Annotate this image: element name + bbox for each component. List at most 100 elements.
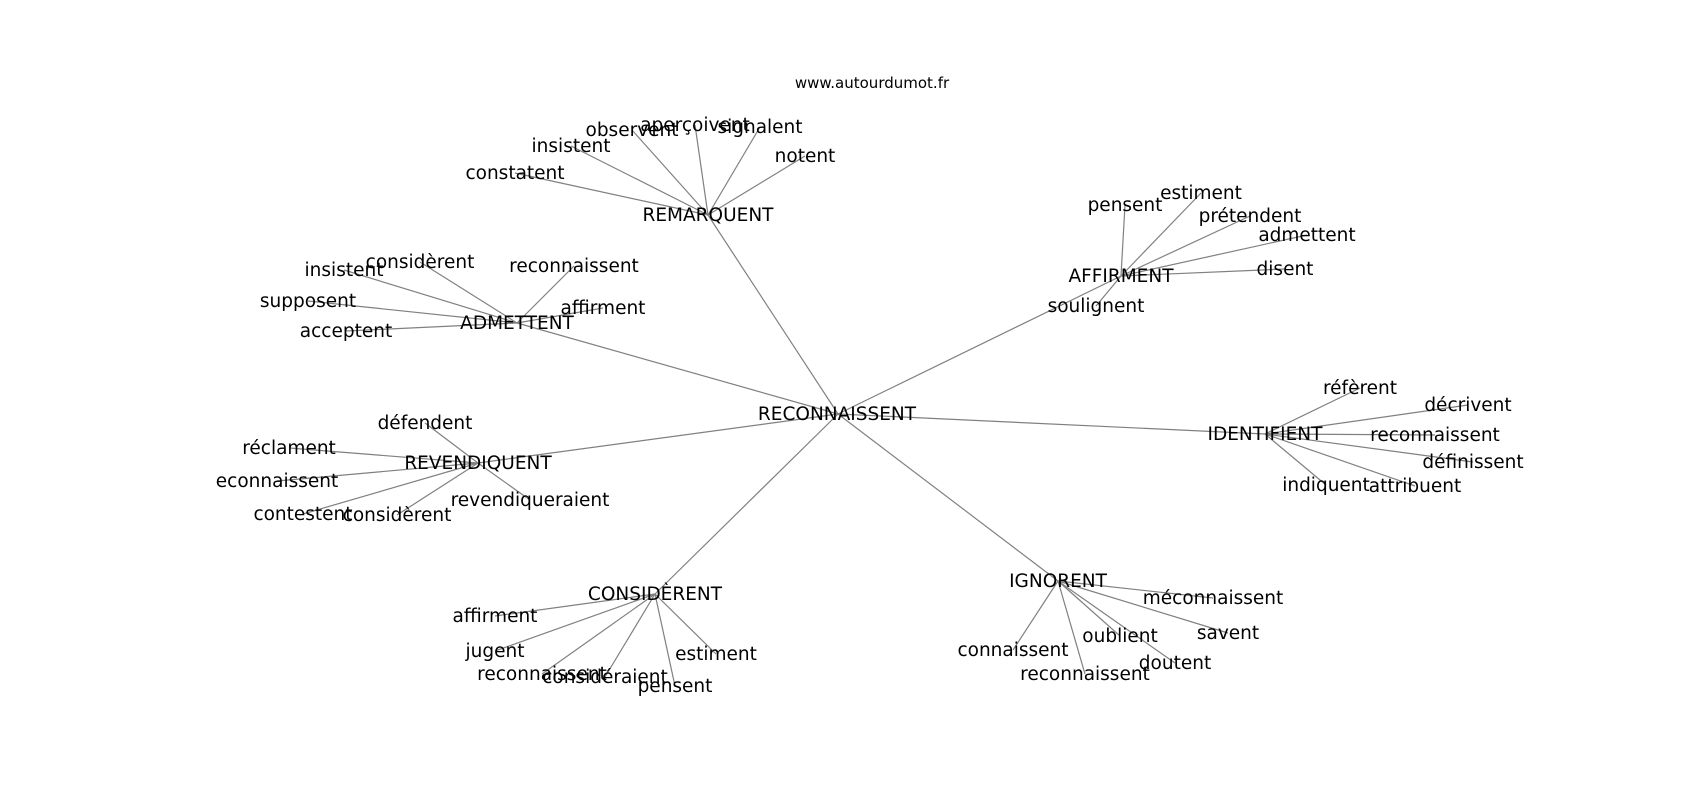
edge-hub-to-leaf [1264, 433, 1436, 436]
leaf-word: considéraient [542, 667, 668, 688]
edge-hub-to-leaf [1264, 387, 1361, 435]
leaf-word: réclament [242, 438, 336, 459]
edge-hub-to-leaf [1057, 580, 1086, 675]
hub-word: REMARQUENT [643, 205, 775, 226]
leaf-word: réfèrent [1323, 378, 1397, 399]
edge-hub-to-leaf [396, 462, 479, 516]
edge-hub-to-leaf [654, 593, 717, 655]
leaf-word: observent [586, 120, 679, 141]
edge-hub-to-leaf [514, 172, 709, 216]
edge-center-to-hub [837, 275, 1122, 415]
leaf-word: constatent [465, 163, 564, 184]
leaf-word: indiquent [1282, 475, 1370, 496]
edge-hub-to-leaf [707, 126, 761, 216]
edge-hub-to-leaf [1120, 268, 1286, 277]
hub-word: CONSIDÈRENT [588, 583, 723, 605]
leaf-word: jugent [465, 641, 525, 662]
leaf-word: disent [1257, 259, 1314, 280]
leaf-word: admettent [1258, 225, 1355, 246]
edge-center-to-hub [516, 322, 839, 415]
leaf-word: considèrent [343, 505, 452, 526]
leaf-word: doutent [1139, 653, 1211, 674]
edge-hub-to-leaf [494, 593, 656, 617]
leaf-word: insistent [532, 136, 611, 157]
edge-hub-to-leaf [516, 307, 604, 324]
leaf-word: affirment [561, 298, 646, 319]
leaf-word: savent [1197, 623, 1259, 644]
edge-hub-to-leaf [707, 155, 806, 216]
edge-hub-to-leaf [1264, 404, 1469, 435]
edge-hub-to-leaf [302, 462, 479, 515]
leaf-word: pensent [638, 676, 713, 697]
hub-word: REVENDIQUENT [404, 453, 552, 474]
edge-hub-to-leaf [424, 422, 479, 464]
edge-hub-to-leaf [288, 447, 479, 464]
leaf-word: estiment [675, 644, 757, 665]
hub-word: ADMETTENT [460, 313, 574, 334]
leaf-word: supposent [260, 291, 356, 312]
hub-word: AFFIRMENT [1068, 266, 1174, 287]
leaf-word: econnaissent [216, 471, 338, 492]
edge-center-to-hub [477, 413, 839, 464]
leaf-word: défendent [378, 413, 473, 434]
hub-word: IGNORENT [1009, 571, 1108, 592]
leaf-word: soulignent [1048, 296, 1145, 317]
edge-hub-to-leaf [1120, 215, 1251, 277]
site-url: www.autourdumot.fr [795, 74, 950, 92]
leaf-word: oublient [1082, 626, 1157, 647]
edge-hub-to-leaf [1012, 580, 1059, 651]
leaf-word: contestent [253, 504, 352, 525]
edge-hub-to-leaf [307, 300, 518, 324]
leaf-word: pensent [1088, 195, 1163, 216]
center-word: RECONNAISSENT [758, 404, 917, 425]
edge-hub-to-leaf [1057, 580, 1229, 634]
edge-hub-to-leaf [1120, 234, 1308, 277]
edge-center-to-hub [837, 413, 1059, 582]
leaf-word: connaissent [957, 640, 1068, 661]
edge-hub-to-leaf [1264, 433, 1327, 486]
leaf-word: reconnaissent [1370, 425, 1500, 446]
edge-hub-to-leaf [1095, 275, 1122, 307]
edge-hub-to-leaf [570, 145, 709, 216]
leaf-word: prétendent [1199, 206, 1302, 227]
edge-hub-to-leaf [604, 593, 656, 678]
edge-center-to-hub [654, 413, 839, 595]
hub-word: IDENTIFIENT [1208, 424, 1324, 445]
leaf-word: notent [775, 146, 836, 167]
edge-hub-to-leaf [541, 593, 656, 675]
edge-hub-to-leaf [1264, 433, 1416, 487]
edge-hub-to-leaf [1057, 580, 1176, 664]
leaf-word: signalent [717, 117, 802, 138]
leaf-word: revendiqueraient [451, 490, 610, 511]
labels-layer: REMARQUENTconstatentinsistentobserventap… [216, 115, 1524, 697]
edge-hub-to-leaf [1120, 192, 1202, 277]
edge-hub-to-leaf [1264, 433, 1474, 463]
leaf-word: estiment [1160, 183, 1242, 204]
leaf-word: considèrent [366, 252, 475, 273]
edges-layer [276, 124, 1474, 687]
leaf-word: aperçoivent [640, 115, 750, 136]
edge-hub-to-leaf [419, 261, 518, 324]
edge-hub-to-leaf [654, 593, 676, 687]
edge-hub-to-leaf [276, 462, 479, 482]
edge-hub-to-leaf [631, 129, 709, 216]
edge-center-to-hub [707, 214, 839, 415]
leaf-word: définissent [1422, 452, 1523, 473]
edge-hub-to-leaf [694, 124, 709, 216]
edge-hub-to-leaf [345, 322, 518, 332]
edge-hub-to-leaf [1057, 580, 1214, 599]
leaf-word: décrivent [1424, 395, 1511, 416]
leaf-word: reconnaissent [1020, 664, 1150, 685]
leaf-word: attribuent [1369, 476, 1461, 497]
edge-hub-to-leaf [494, 593, 656, 652]
leaf-word: reconnaissent [477, 664, 607, 685]
leaf-word: reconnaissent [509, 256, 639, 277]
edge-hub-to-leaf [516, 265, 575, 324]
edge-center-to-hub [837, 413, 1266, 435]
edge-hub-to-leaf [477, 462, 531, 501]
leaf-word: affirment [453, 606, 538, 627]
edge-hub-to-leaf [1120, 204, 1126, 277]
leaf-word: acceptent [300, 321, 392, 342]
leaf-word: insistent [305, 260, 384, 281]
